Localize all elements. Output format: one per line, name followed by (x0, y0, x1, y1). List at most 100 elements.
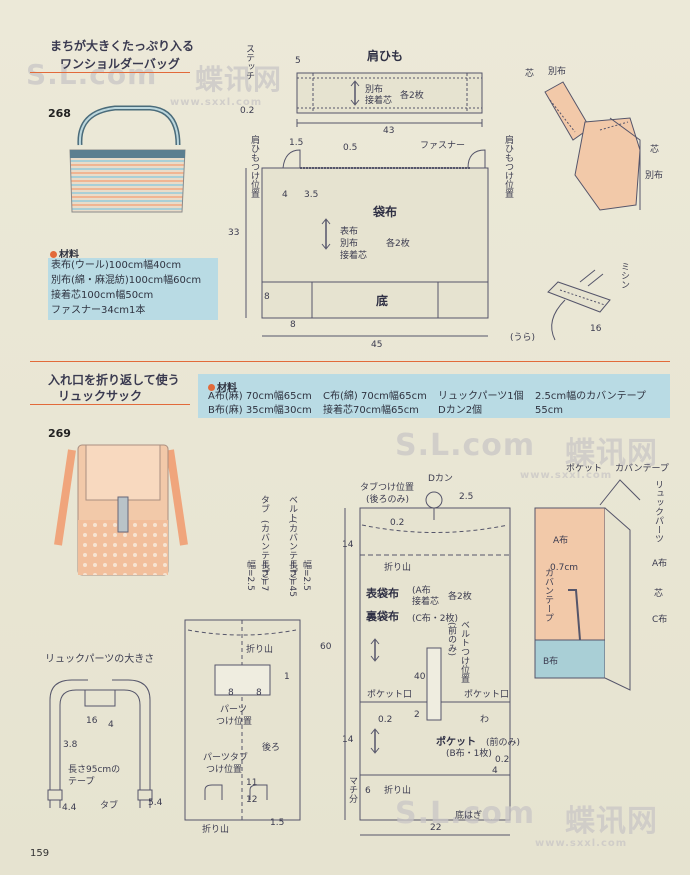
body-dim-8a: 8 (264, 292, 270, 302)
main-pocket-desc: (B布・1枚) (446, 749, 492, 759)
main-dim-0-2a: 0.2 (390, 518, 405, 528)
body-count: 各2枚 (386, 239, 410, 249)
watermark-url-2: www.sxxl.com (520, 470, 613, 481)
watermark-url: www.sxxl.com (170, 97, 263, 108)
main-dim-4: 4 (492, 766, 498, 776)
watermark-logo: S.L.com (26, 58, 158, 91)
body-fabric-2: 別布 (340, 239, 359, 249)
main-pocket-left: ポケット口 (367, 690, 413, 700)
strap-fabric-1: 別布 (365, 85, 384, 95)
main-outer-desc-2: 接着芯 (412, 597, 440, 607)
illus268-core2: 芯 (650, 145, 660, 155)
bag269-number: 269 (48, 427, 71, 440)
main-bottom-seam: 底はぎ (455, 811, 483, 821)
bag269-mat-r0c1: C布(綿) 70cm幅65cm (323, 391, 427, 402)
main-gusset: マチ分 (347, 776, 357, 803)
body-dim-8b: 8 (290, 320, 296, 330)
bag268-materials-label: 材料 (59, 250, 79, 261)
main-dim-6: 6 (365, 786, 371, 796)
main-pocket-front: (前のみ) (486, 738, 521, 748)
bag269-mat-r1c0: B布(麻) 35cm幅30cm (208, 405, 312, 416)
body-title: 袋布 (373, 205, 398, 219)
bag269-mat-r0c3: 2.5cm幅のカバンテープ (535, 391, 647, 402)
body-fabric-1: 表布 (340, 227, 359, 237)
bag268-number: 268 (48, 107, 71, 120)
main-dim-60: 60 (320, 642, 332, 652)
body-strap-pos-right: 肩ひもつけ位置 (503, 135, 513, 198)
illus268-dim-16: 16 (590, 324, 602, 334)
illus269-tape2: カバンテープ (543, 568, 553, 622)
main-dim-0-2b: 0.2 (378, 715, 393, 725)
body-dim-1-5: 1.5 (289, 138, 304, 148)
flap-dim-12: 12 (246, 795, 258, 805)
body-strap-pos-left: 肩ひもつけ位置 (249, 135, 259, 198)
illus268-back: (うら) (510, 333, 536, 343)
flap-back: 後ろ (262, 743, 281, 753)
body-dim-45: 45 (371, 340, 383, 350)
bag268-material-item: ファスナー34cm1本 (51, 305, 146, 316)
main-belt-pos-2: (前のみ) (446, 622, 456, 657)
belt-desc-1: (カバンテープ) (287, 520, 297, 582)
belt-desc-2: 幅=2.5 (301, 560, 311, 591)
bag269-photo (54, 444, 188, 576)
body-dim-4: 4 (282, 190, 288, 200)
illus269-tape: カバンテープ (615, 464, 669, 474)
main-dim-14a: 14 (342, 540, 354, 550)
illus269-a-fabric: A布 (553, 536, 569, 546)
main-dim-22: 22 (430, 823, 442, 833)
illus269-pocket: ポケット (566, 464, 603, 474)
tab-desc-1: (カバンテープ) (259, 520, 269, 582)
main-pocket-label: ポケット (436, 737, 476, 748)
main-dim-0-2c: 0.2 (495, 755, 510, 765)
watermark-url-3: www.sxxl.com (535, 838, 628, 849)
flap-parts-pos-1: パーツ (220, 705, 247, 715)
strap-pattern (296, 72, 483, 127)
strap-dim-0-2: 0.2 (240, 106, 255, 116)
main-pocket-right: ポケット口 (464, 690, 510, 700)
illus269-a-fabric2: A布 (652, 559, 668, 569)
flap-tab-pos-2: つけ位置 (206, 765, 243, 775)
body-zipper-label: ファスナー (420, 141, 466, 151)
main-wa: わ (480, 715, 490, 725)
bag268-materials-box: 表布(ウール)100cm幅40cm 別布(綿・麻混紡)100cm幅60cm 接着… (48, 258, 218, 320)
flap-fold-top: 折り山 (246, 645, 274, 655)
flap-pattern (184, 619, 301, 821)
parts-dim-16: 16 (86, 716, 98, 726)
bag269-materials-heading: 材料 (208, 376, 237, 395)
flap-parts-pos-2: つけ位置 (216, 717, 253, 727)
strap-title: 肩ひも (367, 49, 404, 63)
bag269-mat-r1c2: Dカン2個 (438, 405, 483, 416)
bag268-illustration (544, 81, 641, 341)
strap-count: 各2枚 (400, 91, 424, 101)
parts-tape-1: 長さ95cmの (68, 765, 121, 775)
flap-tab-pos-1: パーツタブ (203, 753, 248, 763)
body-pattern (245, 149, 489, 337)
page-number: 159 (30, 848, 50, 859)
main-outer-label: 表袋布 (366, 587, 399, 600)
main-tab-pos-2: (後ろのみ) (366, 495, 410, 505)
main-dim-2: 2 (414, 710, 420, 720)
bag269-title-line2: リュックサック (58, 389, 143, 403)
parts-tab: タブ (100, 801, 119, 811)
strap-dim-5: 5 (295, 56, 301, 66)
illus269-dim-0-7: 0.7cm (550, 563, 579, 573)
body-dim-0-5: 0.5 (343, 143, 358, 153)
tab-label: タブ (259, 495, 269, 513)
illus269-b-fabric: B布 (543, 657, 559, 667)
bag268-photo (69, 105, 186, 213)
bag268-material-item: 別布(綿・麻混紡)100cm幅60cm (51, 275, 202, 286)
main-tab-pos-1: タブつけ位置 (360, 483, 415, 493)
flap-dim-1: 1 (284, 672, 290, 682)
illus269-core: 芯 (654, 589, 664, 599)
main-belt-pos-1: ベルトつけ位置 (459, 620, 469, 683)
bag268-title-underline (30, 72, 190, 73)
main-dim-40: 40 (414, 672, 426, 682)
illus268-machine: ミシン (619, 262, 629, 289)
illus269-parts: リュックパーツ (653, 480, 663, 543)
parts-dim-5-4: 5.4 (148, 798, 163, 808)
bag269-mat-r1c3: 55cm (535, 405, 563, 416)
tab-desc-2: 幅=2.5 (245, 560, 255, 591)
flap-dim-1-5: 1.5 (270, 818, 285, 828)
body-bottom-label: 底 (376, 294, 389, 308)
illus268-core1: 芯 (525, 69, 535, 79)
